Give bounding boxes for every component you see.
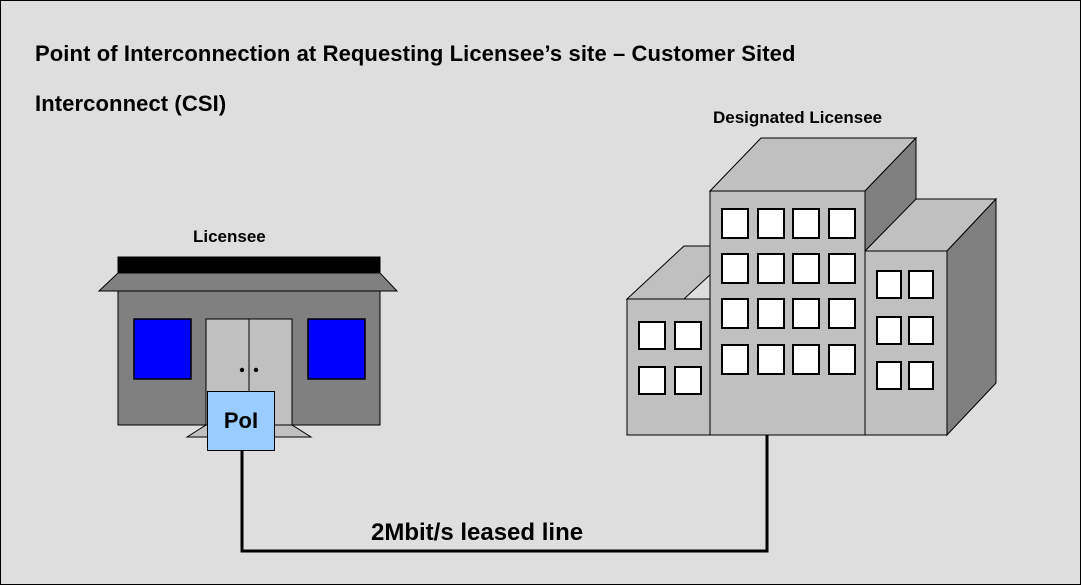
designated-building — [625, 136, 998, 437]
building-window — [828, 344, 856, 375]
building-window — [792, 298, 820, 329]
building-window — [757, 344, 785, 375]
door-knob-left — [239, 367, 245, 373]
building-window — [908, 361, 934, 390]
building-window — [876, 316, 902, 345]
building-window — [721, 208, 749, 239]
building-window — [757, 208, 785, 239]
building-window — [828, 253, 856, 284]
leased-line-connector — [240, 435, 769, 553]
licensee-label: Licensee — [193, 227, 266, 246]
building-window — [792, 253, 820, 284]
building-window — [908, 270, 934, 299]
building-window — [792, 208, 820, 239]
licensee-window-right — [307, 318, 366, 380]
building-window — [792, 344, 820, 375]
building-window — [757, 298, 785, 329]
diagram-title-line-2: Interconnect (CSI) — [35, 91, 227, 116]
building-window — [757, 253, 785, 284]
building-window — [908, 316, 934, 345]
licensee-roof-eave — [97, 272, 399, 292]
building-window — [721, 344, 749, 375]
building-window — [674, 366, 702, 395]
designated-licensee-label: Designated Licensee — [713, 108, 883, 127]
licensee-roof-black — [117, 256, 381, 274]
door-knob-right — [253, 367, 259, 373]
building-window — [638, 366, 666, 395]
building-window — [828, 298, 856, 329]
poi-label: PoI — [223, 408, 259, 433]
diagram-title-line-1: Point of Interconnection at Requesting L… — [35, 41, 796, 66]
licensee-window-left — [133, 318, 192, 380]
building-window — [638, 321, 666, 350]
building-window — [721, 298, 749, 329]
leased-line-label: 2Mbit/s leased line — [371, 519, 584, 546]
building-window — [876, 361, 902, 390]
building-window — [674, 321, 702, 350]
poi-box: PoI — [207, 391, 275, 451]
building-window — [828, 208, 856, 239]
building-window — [876, 270, 902, 299]
building-window — [721, 253, 749, 284]
